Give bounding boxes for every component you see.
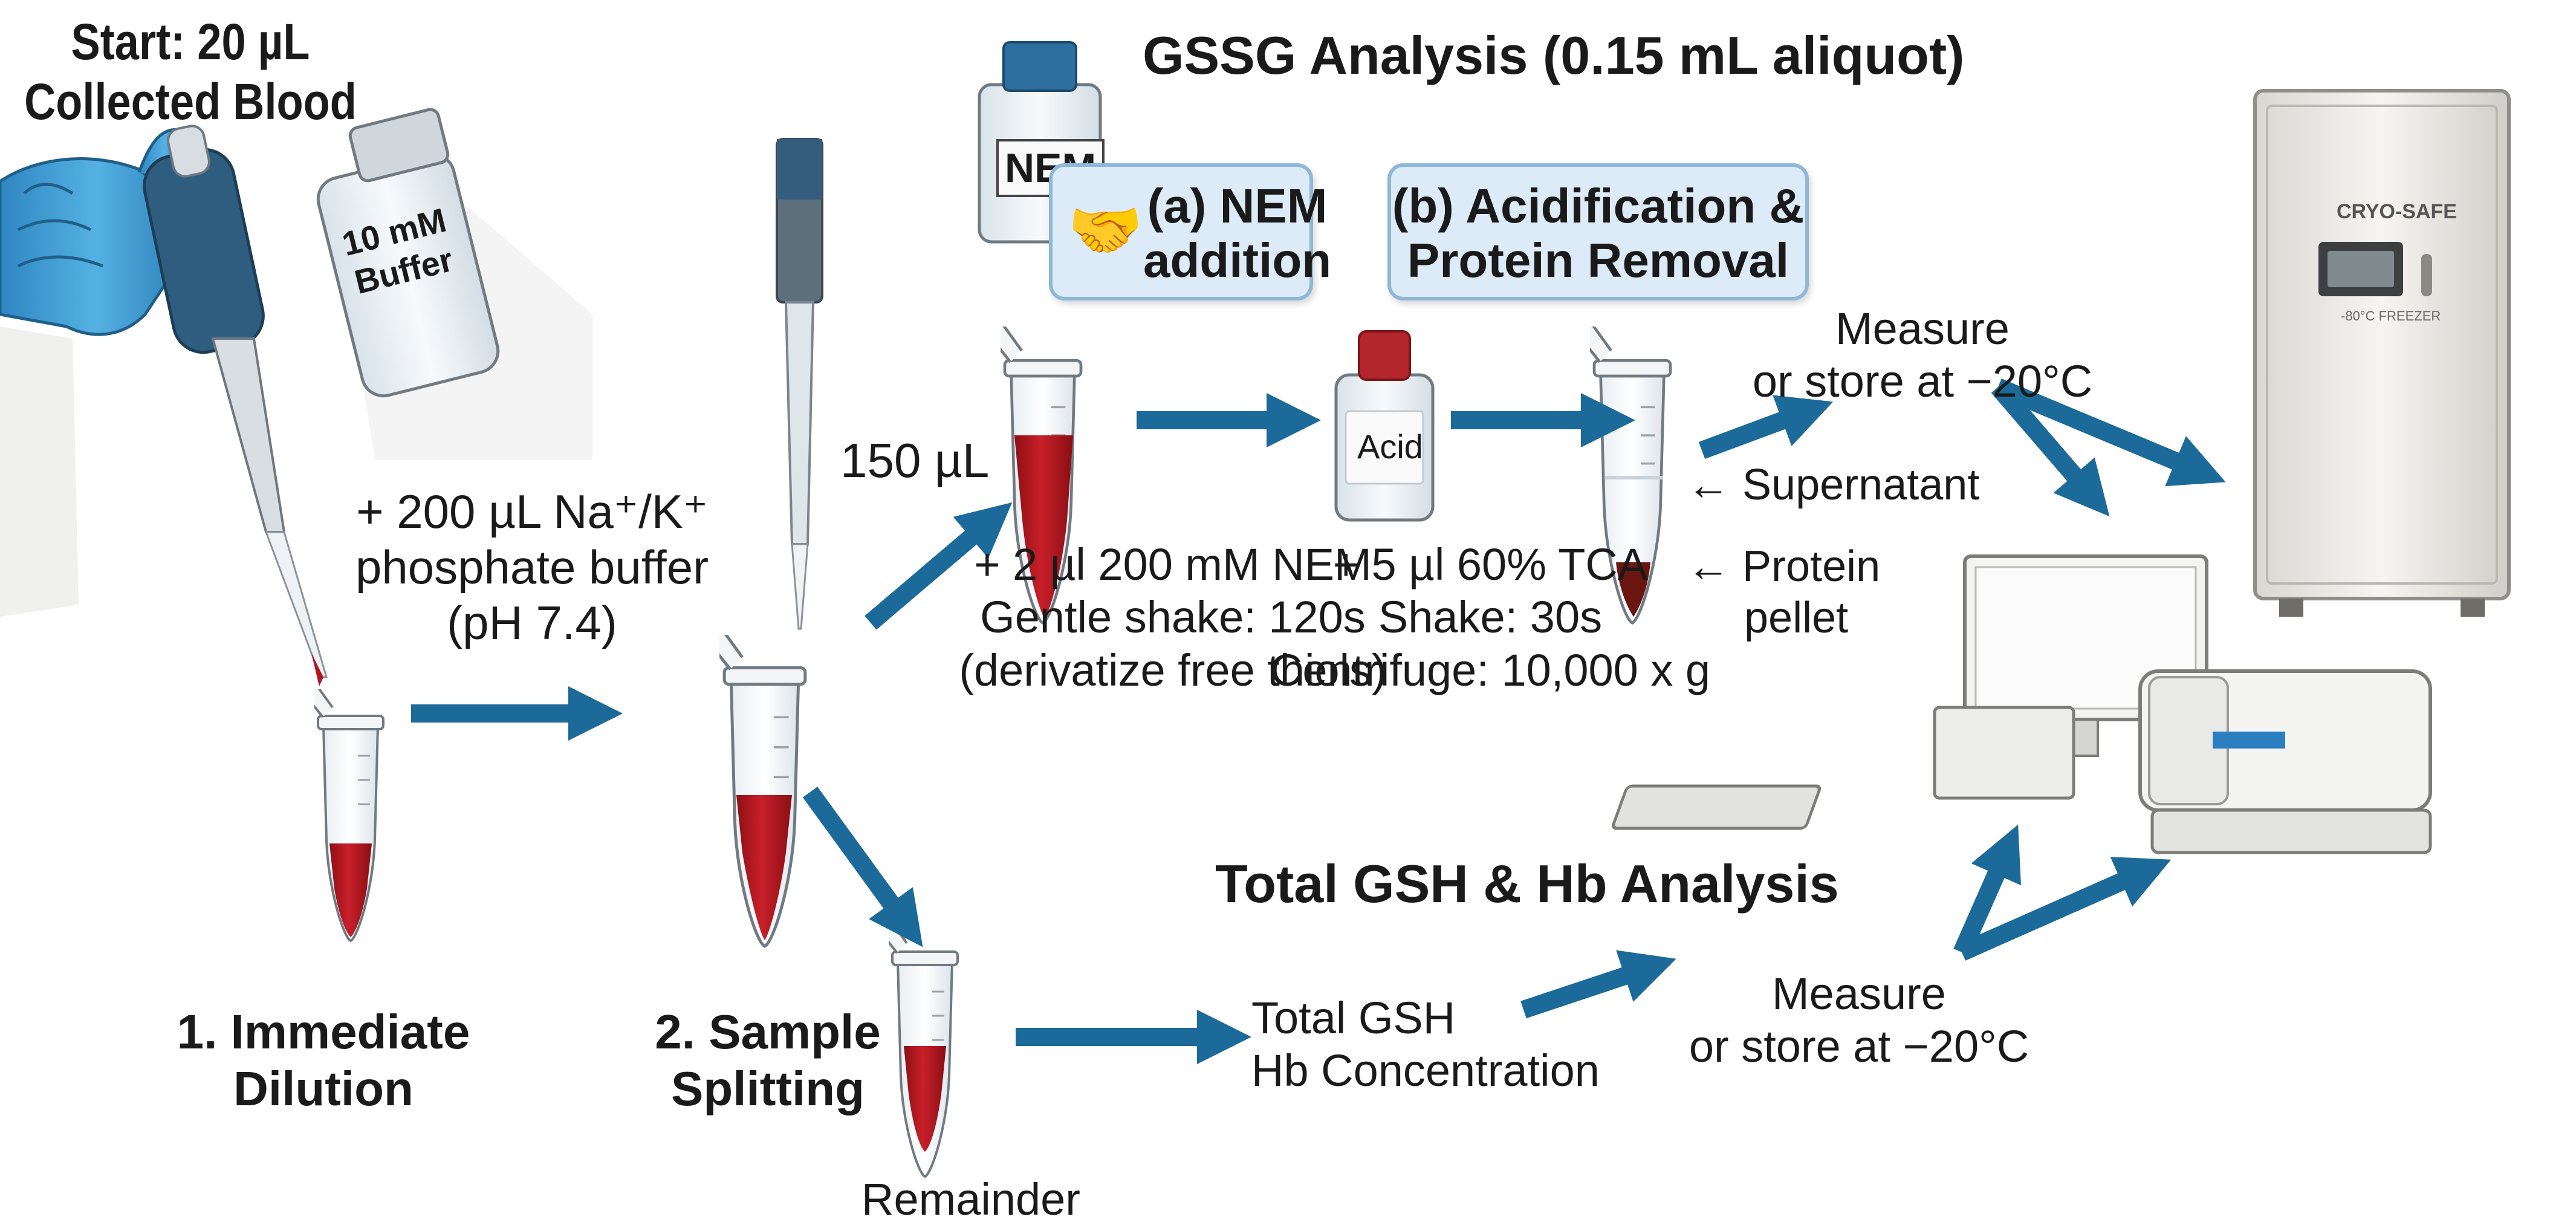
callout-acidification: (b) Acidification & Protein Removal [1387,163,1809,301]
callout-nem-line2: addition [1143,233,1332,287]
pellet-label: ← Protein pellet [1687,541,1880,644]
total-measure-line2: or store at −20°C [1689,1021,2029,1072]
arrow-split-to-remainder [802,787,923,947]
total-result-line1: Total GSH [1251,993,1456,1043]
pellet-line1-text: Protein [1742,542,1881,591]
gloved-hand-illustration [0,128,193,617]
nem-step-text: + 2 µl 200 mM NEM Gentle shake: 120s (de… [959,538,1386,697]
callout-acid-line1: (b) Acidification & [1392,179,1805,233]
total-measure-label: Measure or store at −20°C [1689,967,2029,1073]
pellet-line1: ← Protein [1687,541,1880,593]
start-label: Start: 20 µL Collected Blood [24,12,357,132]
step2-label: 2. Sample Splitting [655,1004,881,1118]
nem-step-line2: Gentle shake: 120s [980,592,1366,643]
tca-step-line3: Centrifuge: 10,000 x g [1270,645,1711,695]
arrow-measure-to-computer [1991,381,2110,517]
step1-label: 1. Immediate Dilution [177,1004,470,1118]
pipette-illustration [143,125,328,686]
gssg-measure-line1: Measure [1835,304,2010,354]
nem-step-line1: + 2 µl 200 mM NEM [974,539,1372,590]
buffer-note-line3: (pH 7.4) [447,596,617,650]
tca-step-line1: + 5 µl 60% TCA [1332,539,1648,590]
step2-line2: Splitting [671,1062,865,1116]
buffer-note-line2: phosphate buffer [355,541,709,594]
gssg-measure-line2: or store at −20°C [1752,356,2093,407]
supernatant-text: Supernatant [1742,461,1980,509]
buffer-note-line1: + 200 µL Na⁺/K⁺ [356,485,708,538]
step1-line2: Dilution [233,1062,414,1116]
remainder-label: Remainder [861,1174,1080,1224]
total-result-line2: Hb Concentration [1251,1045,1600,1096]
tca-step-text: + 5 µl 60% TCA Shake: 30s Centrifuge: 10… [1270,538,1710,697]
callout-acid-line2: Protein Removal [1407,233,1789,287]
buffer-bottle-illustration [316,108,592,460]
freezer-model: -80°C FREEZER [2341,308,2441,323]
freezer-illustration [2253,89,2511,617]
tca-step-line2: Shake: 30s [1378,592,1603,643]
pellet-line2: pellet [1744,593,1849,642]
arrow-split-to-gssg [865,502,1013,630]
remainder-tube [889,925,959,1178]
pointer-arrow-icon: ← [1687,542,1730,591]
callout-nem-text: (a) NEM addition [1143,179,1331,287]
pointer-arrow-icon: ← [1687,461,1730,509]
callout-acid-text: (b) Acidification & Protein Removal [1391,179,1805,287]
total-title: Total GSH & Hb Analysis [1215,854,1839,914]
callout-nem-addition: (a) NEM addition 🤝 [1049,163,1331,301]
arrow-result-to-measure [1520,950,1676,1019]
total-result-label: Total GSH Hb Concentration [1251,992,1600,1097]
arrow-centrifuge-to-measure [1698,395,1834,460]
total-measure-line1: Measure [1772,969,1946,1019]
flow-arrows [411,378,2226,1064]
gssg-measure-label: Measure or store at −20°C [1753,302,2092,408]
supernatant-label: ← Supernatant [1687,460,1979,511]
handshake-icon: 🤝 [1068,197,1143,264]
aliquot-volume: 150 µL [840,434,990,487]
nem-step-line3: (derivatize free thiols) [959,645,1387,695]
start-line2: Collected Blood [24,73,357,131]
step1-line1: 1. Immediate [177,1005,470,1059]
step2-line1: 2. Sample [655,1005,881,1059]
callout-nem-line1: (a) NEM [1147,179,1328,233]
buffer-note: + 200 µL Na⁺/K⁺ phosphate buffer (pH 7.4… [355,484,709,651]
acid-bottle-illustration [1334,330,1435,522]
start-line1: Start: 20 µL [71,13,310,70]
freezer-brand: CRYO-SAFE [2337,200,2457,223]
gssg-title: GSSG Analysis (0.15 mL aliquot) [1143,25,1965,85]
spectrophotometer-illustration [2138,669,2432,854]
arrow-measure-to-computer-2 [1953,824,2022,957]
splitting-pipette-illustration [776,138,823,630]
arrow-measure-to-analyzer [1958,857,2172,961]
acid-bottle-label: Acid [1357,427,1423,466]
arrow-measure-to-freezer [1994,378,2226,487]
